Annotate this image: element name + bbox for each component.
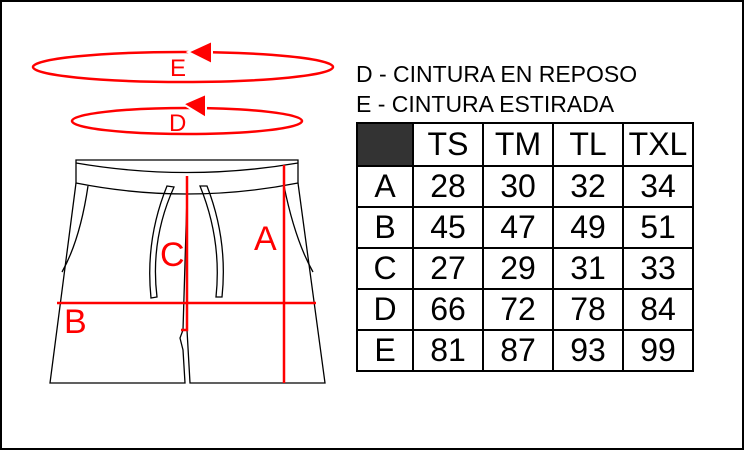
label-b: B xyxy=(64,303,87,341)
row-label: C xyxy=(356,247,414,290)
header-cell: TS xyxy=(412,122,484,167)
table-row: E 81 87 93 99 xyxy=(356,329,694,372)
legend-e: E - CINTURA ESTIRADA xyxy=(356,91,615,117)
measure-e-ellipse xyxy=(31,50,335,84)
header-cell: TL xyxy=(552,122,624,167)
cell: 30 xyxy=(482,165,554,208)
cell: 47 xyxy=(482,206,554,249)
cell: 87 xyxy=(482,329,554,372)
header-cell: TXL xyxy=(622,122,694,167)
table-row: A 28 30 32 34 xyxy=(356,165,694,208)
right-drawstring xyxy=(199,185,224,298)
measure-d-ellipse xyxy=(70,106,304,136)
row-label: E xyxy=(356,329,414,372)
cell: 31 xyxy=(552,247,624,290)
arrow-e-icon xyxy=(185,39,213,66)
corner-cell xyxy=(356,122,414,167)
table-row: B 45 47 49 51 xyxy=(356,206,694,249)
label-c: C xyxy=(160,236,185,274)
cell: 51 xyxy=(622,206,694,249)
waistband xyxy=(75,159,299,195)
cell: 72 xyxy=(482,288,554,331)
cell: 34 xyxy=(622,165,694,208)
cell: 93 xyxy=(552,329,624,372)
cell: 28 xyxy=(412,165,484,208)
header-cell: TM xyxy=(482,122,554,167)
cell: 27 xyxy=(412,247,484,290)
arrow-d-icon xyxy=(180,92,207,120)
measure-c-line xyxy=(181,176,189,332)
left-pocket xyxy=(61,185,89,273)
cell: 32 xyxy=(552,165,624,208)
cell: 66 xyxy=(412,288,484,331)
cell: 99 xyxy=(622,329,694,372)
cell: 45 xyxy=(412,206,484,249)
left-drawstring xyxy=(149,185,175,299)
cell: 29 xyxy=(482,247,554,290)
table-header-row: TS TM TL TXL xyxy=(356,122,694,167)
cell: 49 xyxy=(552,206,624,249)
row-label: B xyxy=(356,206,414,249)
cell: 78 xyxy=(552,288,624,331)
row-label: D xyxy=(356,288,414,331)
table-row: C 27 29 31 33 xyxy=(356,247,694,290)
legend-d: D - CINTURA EN REPOSO xyxy=(356,61,638,87)
row-label: A xyxy=(356,165,414,208)
label-a: A xyxy=(254,220,277,258)
right-pocket xyxy=(283,185,314,273)
cell: 81 xyxy=(412,329,484,372)
size-table: TS TM TL TXL A 28 30 32 34 B 45 47 49 51… xyxy=(356,122,694,372)
cell: 84 xyxy=(622,288,694,331)
label-d: D xyxy=(169,110,186,137)
table-row: D 66 72 78 84 xyxy=(356,288,694,331)
cell: 33 xyxy=(622,247,694,290)
label-e: E xyxy=(170,55,186,82)
